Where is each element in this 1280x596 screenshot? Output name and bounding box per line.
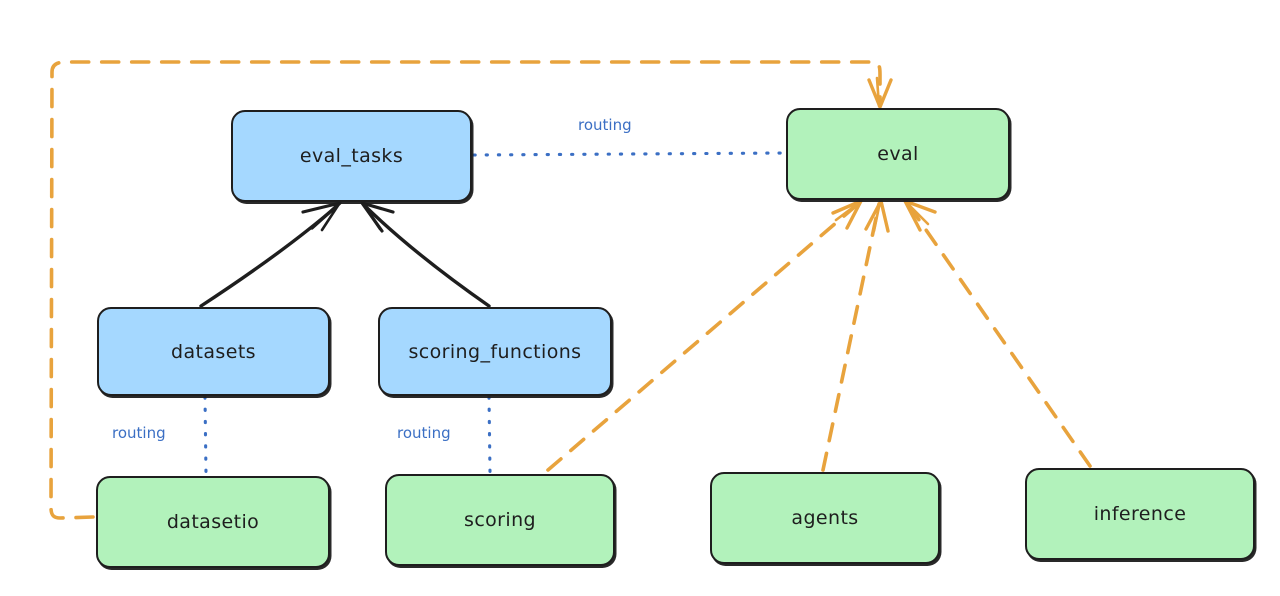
node-scoring[interactable]: scoring [385,474,615,566]
node-label-datasets: datasets [171,340,256,363]
edge-agents-eval [821,199,890,472]
edge-label-routing-scoring-functions-scoring: routing [397,424,451,442]
edge-datasets-datasetio [203,395,208,476]
edge-label-routing-eval-tasks-eval: routing [578,116,632,134]
edge-scoring-functions-eval_tasks [360,201,491,308]
edge-datasets-eval_tasks [199,201,342,308]
node-eval-tasks[interactable]: eval_tasks [231,110,472,202]
node-datasetio[interactable]: datasetio [96,476,330,568]
node-agents[interactable]: agents [710,472,940,564]
edge-label-routing-datasets-datasetio: routing [112,424,166,442]
edge-eval_tasks-eval [472,151,786,157]
node-scoring-functions[interactable]: scoring_functions [378,307,612,396]
node-datasets[interactable]: datasets [97,307,330,396]
node-label-eval-tasks: eval_tasks [299,145,404,167]
node-eval[interactable]: eval [786,108,1010,200]
edge-inference-eval [903,199,1092,468]
node-label-eval: eval [877,143,919,165]
node-label-scoring-functions: scoring_functions [408,340,582,363]
node-label-agents: agents [791,507,859,529]
edge-scoring-functions-scoring [487,395,492,474]
node-label-scoring: scoring [464,509,536,531]
node-label-inference: inference [1093,503,1187,525]
node-inference[interactable]: inference [1025,468,1255,560]
node-label-datasetio: datasetio [166,511,260,533]
